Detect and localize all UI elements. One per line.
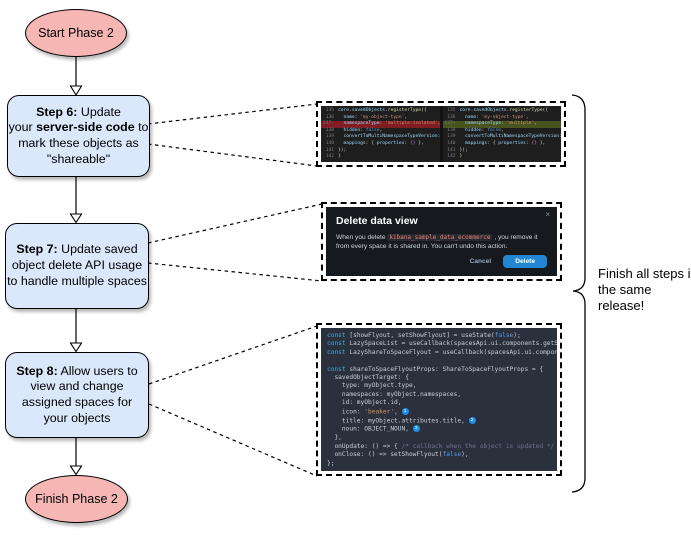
flow-arrow-step6-to-step7 [69,175,83,224]
modal-actions: Cancel Delete [470,255,547,268]
finish-node: Finish Phase 2 [25,475,128,523]
flow-arrow-start-to-step6 [69,55,83,97]
delete-modal: Delete data view × When you delete kiban… [326,207,557,276]
release-note: Finish all steps in the same release! [598,266,691,313]
modal-body: When you delete kibana_sample_data_ecomm… [336,234,538,250]
step7-label: Step 7: Update saved object delete API u… [7,242,147,288]
flyout-code-screenshot: const [showFlyout, setShowFlyout] = useS… [316,323,562,476]
flow-arrow-step7-to-step8 [69,307,83,353]
delete-modal-screenshot: Delete data view × When you delete kiban… [321,202,562,281]
step6-label: Step 6: Update your server-side code to … [8,104,149,166]
modal-title: Delete data view [336,215,418,227]
step7-node: Step 7: Update saved object delete API u… [5,223,149,309]
close-icon[interactable]: × [545,210,550,219]
start-node-label: Start Phase 2 [38,26,114,40]
step8-node: Step 8: Allow users to view and change a… [5,352,149,438]
delete-button[interactable]: Delete [503,255,547,268]
step6-node: Step 6: Update your server-side code to … [7,95,150,177]
flow-arrow-step8-to-finish [69,436,83,476]
cancel-button[interactable]: Cancel [469,258,492,265]
callout-connectors [147,103,323,477]
start-node: Start Phase 2 [25,9,127,57]
finish-node-label: Finish Phase 2 [35,492,118,506]
curly-brace [571,94,586,493]
data-view-name: kibana_sample_data_ecommerce [387,234,493,241]
step8-label: Step 8: Allow users to view and change a… [16,363,138,425]
flyout-code-editor: const [showFlyout, setShowFlyout] = useS… [321,328,557,471]
